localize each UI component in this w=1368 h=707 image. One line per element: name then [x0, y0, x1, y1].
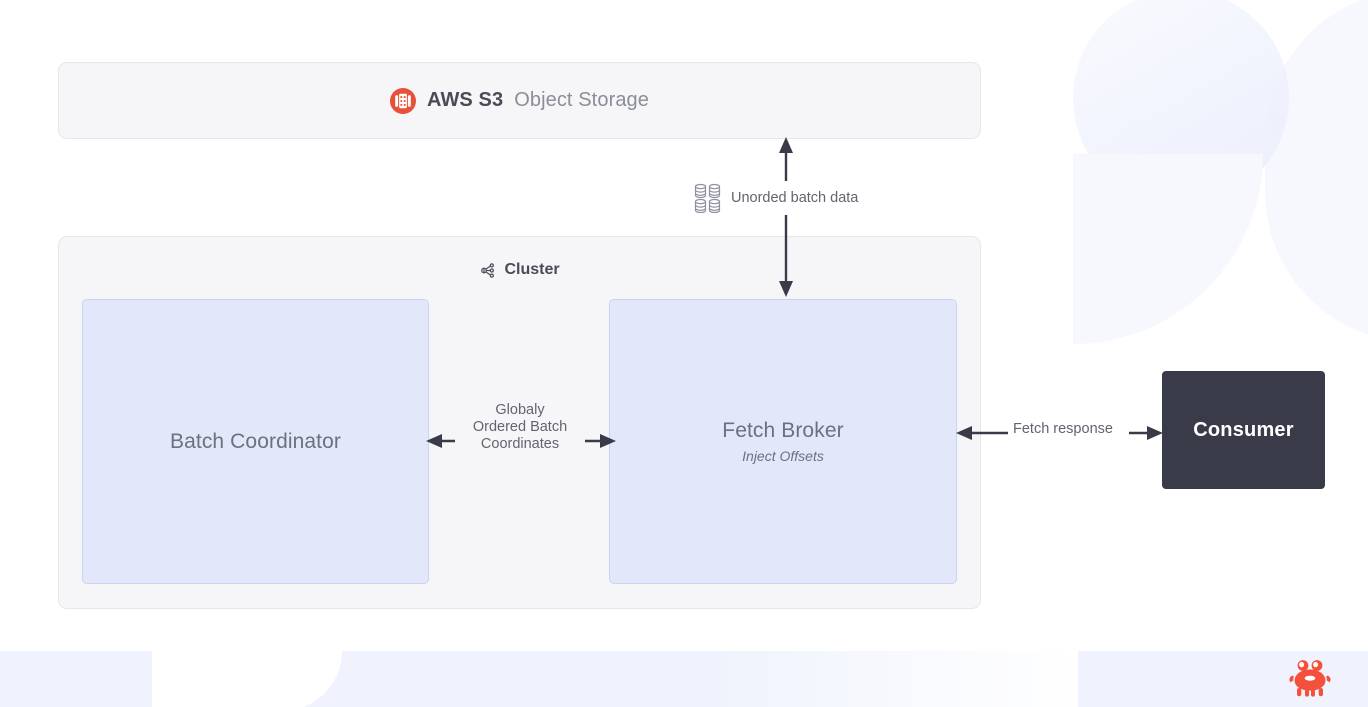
- node-batch-coordinator-title: Batch Coordinator: [170, 429, 341, 453]
- aws-s3-icon: [390, 87, 416, 114]
- brand-logo: [1288, 653, 1332, 699]
- database-grid-icon: [694, 183, 721, 213]
- node-batch-coordinator[interactable]: Batch Coordinator: [82, 299, 429, 584]
- aws-s3-panel: AWS S3 Object Storage: [58, 62, 981, 139]
- cluster-nodes-icon: [481, 262, 495, 278]
- aws-s3-title-strong: AWS S3: [427, 89, 504, 111]
- bottom-band-fade: [718, 651, 1078, 707]
- connector-label-line-1: Globaly: [495, 402, 545, 418]
- connector-fetch-arrow-right: [1129, 426, 1163, 440]
- connector-fetch-arrow-left: [956, 426, 1008, 440]
- bottom-band-notch: [152, 651, 342, 707]
- connector-coordinator-arrow-right: [584, 434, 616, 448]
- connector-s3-cluster-arrow: [779, 137, 793, 297]
- crab-icon: [1289, 660, 1331, 697]
- node-consumer[interactable]: Consumer: [1162, 371, 1325, 489]
- connector-label-line-2: Ordered Batch: [472, 419, 568, 435]
- aws-s3-title: AWS S3 Object Storage: [390, 87, 649, 114]
- connector-s3-cluster-label: Unorded batch data: [690, 181, 863, 215]
- connector-coordinator-arrow-left: [426, 434, 458, 448]
- cluster-title: Cluster: [59, 261, 980, 279]
- aws-s3-title-rest: Object Storage: [514, 89, 649, 111]
- connector-s3-cluster-label-text: Unorded batch data: [731, 189, 859, 206]
- node-fetch-broker[interactable]: Fetch Broker Inject Offsets: [609, 299, 957, 584]
- cluster-title-label: Cluster: [504, 261, 560, 278]
- node-fetch-broker-subtitle: Inject Offsets: [742, 448, 824, 464]
- deco-circle-shape: [1073, 0, 1289, 206]
- deco-pill-shape: [1265, 0, 1368, 342]
- deco-quarter-shape: [1073, 154, 1263, 344]
- connector-coordinator-broker-label: Globaly Ordered Batch Coordinates: [455, 401, 585, 454]
- node-fetch-broker-title: Fetch Broker: [722, 419, 844, 442]
- connector-label-line-3: Coordinates: [480, 436, 560, 452]
- connector-broker-consumer-label: Fetch response: [1009, 420, 1117, 439]
- bottom-accent-band: [0, 651, 1368, 707]
- node-consumer-label: Consumer: [1193, 418, 1294, 441]
